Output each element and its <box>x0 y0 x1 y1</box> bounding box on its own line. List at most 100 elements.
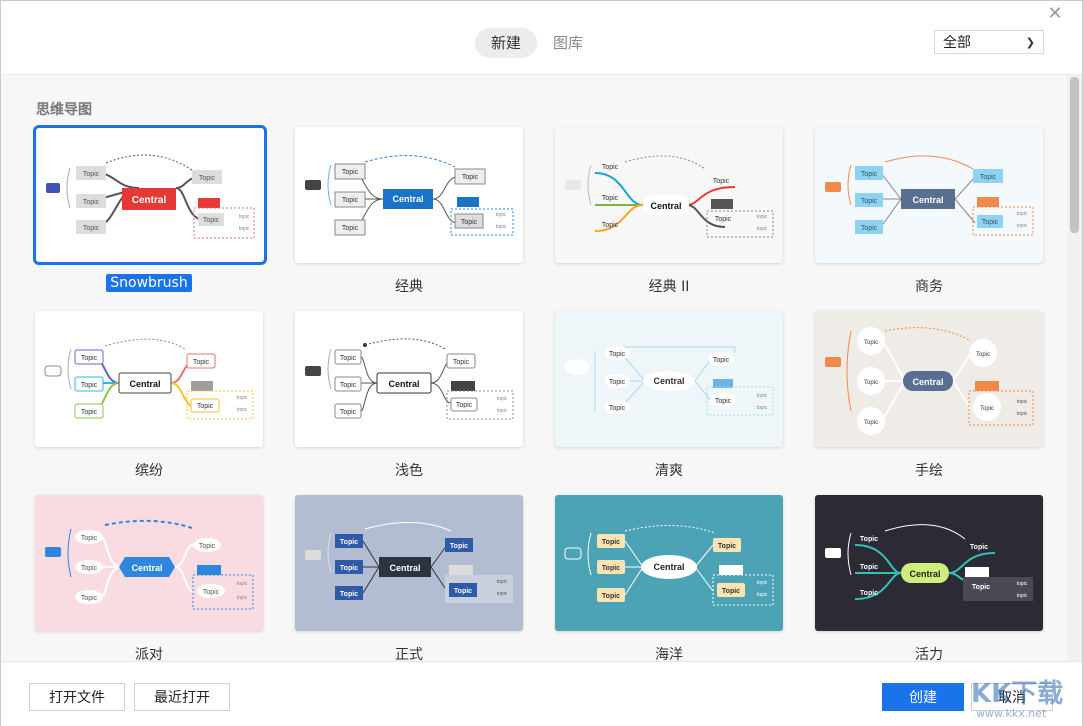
node-topic: Topic <box>609 379 626 386</box>
node-topic: Topic <box>197 403 214 410</box>
template-name: 商务 <box>915 279 943 295</box>
node-central: Central <box>131 563 162 573</box>
node-topic: Topic <box>972 584 990 591</box>
node-subtopic: topic <box>496 224 507 230</box>
node-subtopic: topic <box>757 226 768 232</box>
template-name: 浅色 <box>395 463 423 479</box>
template-card-business[interactable]: Topic Topic Topic Central Topic Topic to… <box>815 127 1043 263</box>
node-topic: Topic <box>860 590 878 597</box>
template-card-vibrant[interactable]: Topic Topic Topic Central Topic Topic to… <box>815 495 1043 631</box>
node-topic: Topic <box>81 595 98 602</box>
node-topic: Topic <box>453 359 470 366</box>
tab-new[interactable]: 新建 <box>475 28 538 58</box>
template-card-light[interactable]: Topic Topic Topic Central Topic Topic to… <box>295 311 523 447</box>
cancel-button[interactable]: 取消 <box>971 683 1053 711</box>
dialog-header: 新建 图库 全部 ❯ ✕ <box>1 1 1082 75</box>
section-title-mindmap: 思维导图 <box>36 102 92 118</box>
template-card-colorful[interactable]: Topic Topic Topic Central Topic Topic to… <box>35 311 263 447</box>
node-topic: Topic <box>342 197 359 204</box>
recent-files-button[interactable]: 最近打开 <box>134 683 230 711</box>
template-name: 派对 <box>135 647 163 661</box>
tab-gallery[interactable]: 图库 <box>553 34 584 52</box>
node-topic: Topic <box>450 543 468 550</box>
template-card-snowbrush[interactable]: Topic Topic Topic Central Topic Topic to… <box>33 125 267 265</box>
open-file-button[interactable]: 打开文件 <box>29 683 125 711</box>
mode-tabs: 新建 图库 <box>475 28 599 58</box>
template-label: Snowbrush <box>35 274 263 292</box>
template-label: 清爽 <box>555 459 783 481</box>
node-topic: Topic <box>602 222 619 229</box>
node-subtopic: topic <box>237 407 248 413</box>
node-central: Central <box>129 379 160 389</box>
node-topic: Topic <box>340 382 357 389</box>
template-card-classic[interactable]: Topic Topic Topic Central Topic Topic to… <box>295 127 523 263</box>
node-subtopic: topic <box>237 595 248 601</box>
node-central: Central <box>389 563 420 573</box>
template-card-party[interactable]: Topic Topic Topic Central Topic Topic to… <box>35 495 263 631</box>
template-card-fresh[interactable]: Topic Topic Topic Central Topic Topic to… <box>555 311 783 447</box>
node-topic: Topic <box>602 565 620 572</box>
node-topic: Topic <box>976 352 990 358</box>
category-filter-value: 全部 <box>943 35 971 51</box>
node-topic: Topic <box>81 535 98 542</box>
node-subtopic: topic <box>757 580 768 586</box>
node-central: Central <box>132 195 167 206</box>
node-topic: Topic <box>860 536 878 543</box>
node-subtopic: topic <box>497 579 508 585</box>
node-topic: Topic <box>713 178 730 185</box>
template-card-classic-2[interactable]: Topic Topic Topic Central Topic Topic to… <box>555 127 783 263</box>
template-label: 经典 <box>295 275 523 297</box>
dialog-footer: 打开文件 最近打开 创建 取消 <box>1 661 1082 726</box>
node-subtopic: topic <box>237 395 248 401</box>
node-topic: Topic <box>203 217 220 224</box>
node-topic: Topic <box>340 539 358 546</box>
template-card-handdrawn[interactable]: Topic Topic Topic Central Topic Topic to… <box>815 311 1043 447</box>
node-topic: Topic <box>199 175 216 182</box>
template-name: 清爽 <box>655 463 683 479</box>
node-topic: Topic <box>83 171 100 178</box>
node-topic: Topic <box>83 225 100 232</box>
template-label: 浅色 <box>295 459 523 481</box>
node-subtopic: topic <box>757 393 768 399</box>
node-topic: Topic <box>203 589 220 596</box>
node-topic: Topic <box>340 565 358 572</box>
node-topic: Topic <box>83 199 100 206</box>
template-label: 正式 <box>295 643 523 661</box>
template-label: 缤纷 <box>35 459 263 481</box>
node-topic: Topic <box>602 195 619 202</box>
chevron-down-icon: ❯ <box>1025 35 1035 49</box>
template-label: 派对 <box>35 643 263 661</box>
node-topic: Topic <box>340 409 357 416</box>
node-topic: Topic <box>602 164 619 171</box>
node-topic: Topic <box>980 406 994 412</box>
node-topic: Topic <box>970 544 988 551</box>
node-topic: Topic <box>864 340 878 346</box>
node-subtopic: topic <box>496 212 507 218</box>
template-name: Snowbrush <box>106 274 192 292</box>
template-name: 经典 II <box>648 279 690 295</box>
node-subtopic: topic <box>237 581 248 587</box>
template-name: 经典 <box>395 279 423 295</box>
scrollbar-thumb[interactable] <box>1070 77 1079 233</box>
close-icon[interactable]: ✕ <box>1047 3 1063 24</box>
node-topic: Topic <box>713 357 730 364</box>
template-card-formal[interactable]: Topic Topic Topic Central Topic Topic to… <box>295 495 523 631</box>
node-topic: Topic <box>602 539 620 546</box>
template-name: 手绘 <box>915 463 943 479</box>
category-filter-select[interactable]: 全部 ❯ <box>934 30 1044 54</box>
node-topic: Topic <box>861 225 878 232</box>
node-topic: Topic <box>861 171 878 178</box>
create-button[interactable]: 创建 <box>882 683 964 711</box>
node-topic: Topic <box>342 225 359 232</box>
node-topic: Topic <box>462 174 479 181</box>
watermark-url: www.kkx.net <box>976 707 1047 720</box>
node-subtopic: topic <box>497 396 508 402</box>
node-subtopic: topic <box>757 214 768 220</box>
node-central: Central <box>650 201 681 211</box>
node-subtopic: topic <box>757 592 768 598</box>
watermark-logo: KK下载 <box>971 679 1064 709</box>
node-central: Central <box>653 562 684 572</box>
template-card-ocean[interactable]: Topic Topic Topic Central Topic Topic to… <box>555 495 783 631</box>
node-topic: Topic <box>715 398 732 405</box>
node-topic: Topic <box>81 409 98 416</box>
